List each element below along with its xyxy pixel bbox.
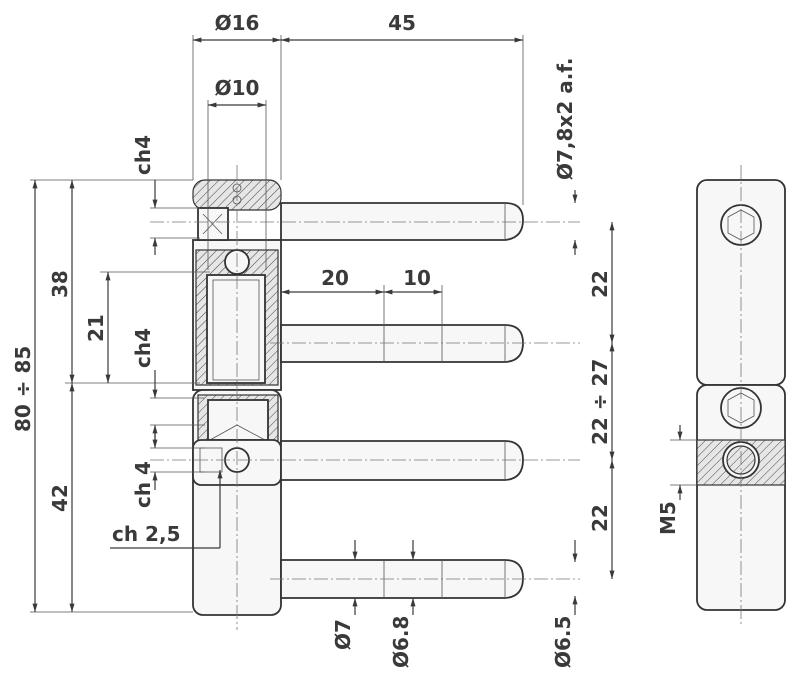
label-m5: M5 [656,501,680,535]
dimension-labels: Ø16 45 Ø10 Ø7,8x2 a.f. ch4 38 21 ch4 80 … [11,11,680,668]
label-42: 42 [48,484,72,512]
label-22-bot: 22 [588,504,612,532]
label-ch2-5: ch 2,5 [112,522,181,546]
label-d16: Ø16 [215,11,260,35]
label-22-27: 22 ÷ 27 [588,359,612,445]
label-ch4-low: ch 4 [131,461,155,508]
label-d78-af: Ø7,8x2 a.f. [553,57,577,180]
center-lines [150,165,580,630]
label-ch4-top: ch4 [131,135,155,175]
hinge-side-view [670,165,786,625]
label-d6-8: Ø6.8 [389,616,413,668]
pin-1 [280,202,524,241]
label-d6-5: Ø6.5 [551,616,575,668]
label-d10: Ø10 [215,76,260,100]
label-10: 10 [403,266,431,290]
label-21: 21 [84,314,108,342]
pin-2 [280,324,524,363]
label-80-85: 80 ÷ 85 [11,346,35,432]
label-ch4-mid: ch4 [131,328,155,368]
pin-3 [280,440,524,481]
label-45: 45 [388,11,416,35]
label-d7: Ø7 [331,619,355,650]
label-22-top: 22 [588,270,612,298]
dimension-lines [30,35,615,615]
label-20: 20 [321,266,349,290]
label-38: 38 [48,270,72,298]
